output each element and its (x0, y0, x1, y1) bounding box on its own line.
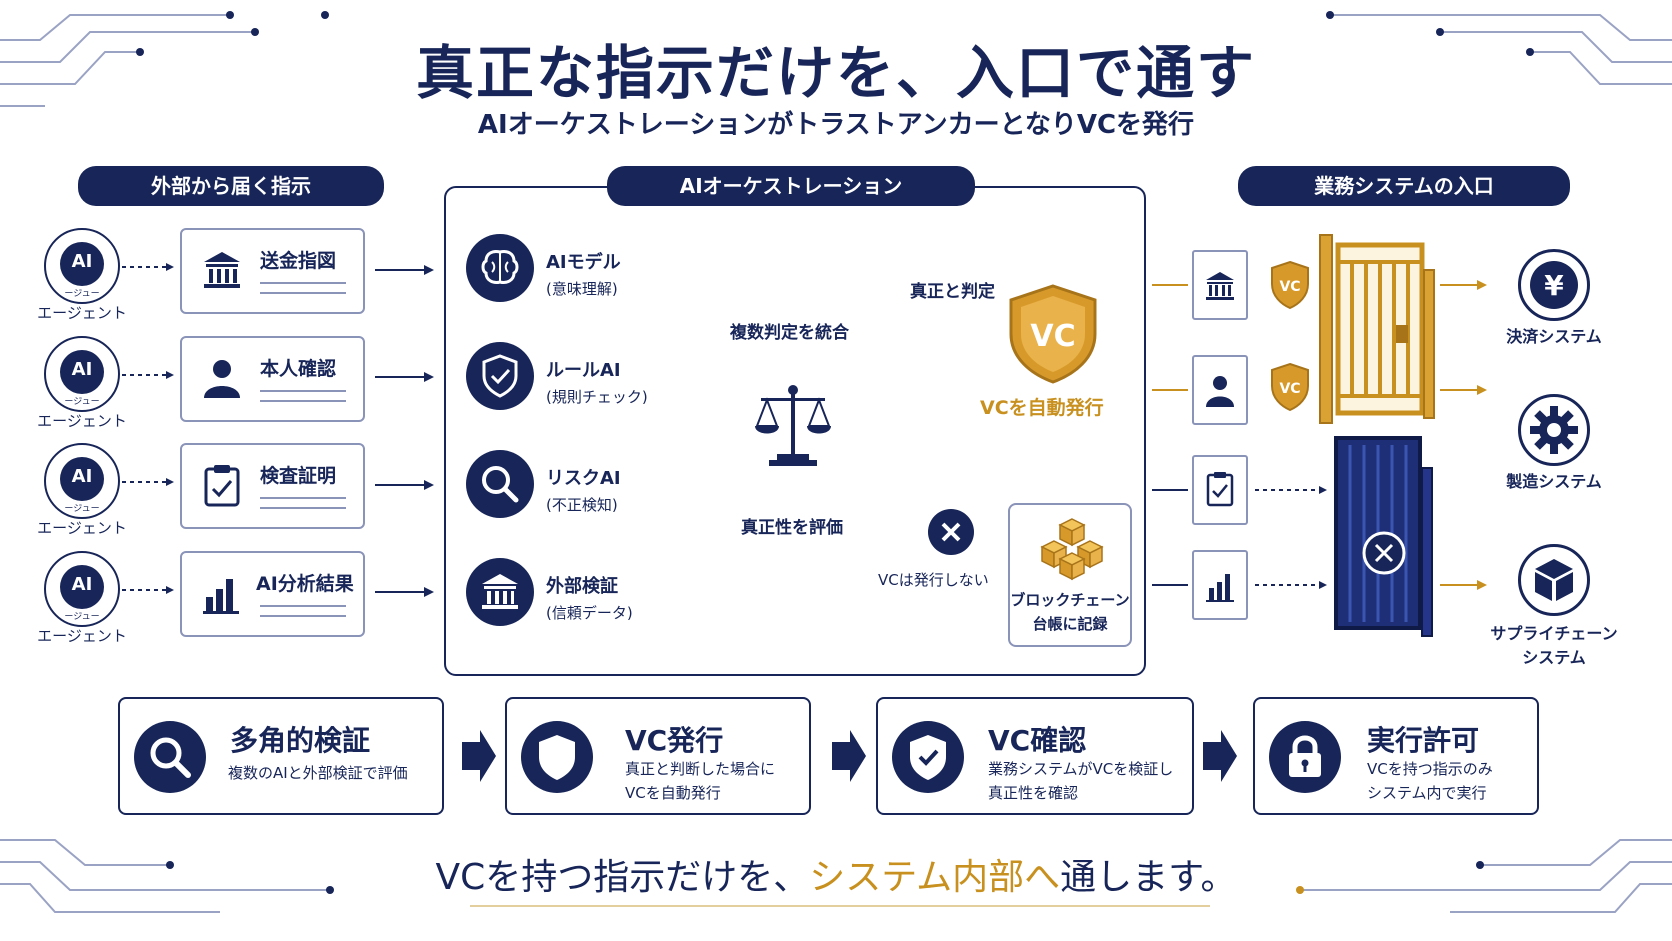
module-sub-risk-ai: (不正検知) (546, 496, 618, 514)
agent-icon: AI ージュー (44, 336, 120, 412)
bank-icon (1206, 272, 1234, 300)
instruction-card-inspection: 検査証明 (180, 443, 365, 529)
agent-icon: AI ージュー (44, 443, 120, 519)
module-name-ai-model: AIモデル (546, 252, 621, 273)
agent-icon: AI ージュー (44, 551, 120, 627)
integrate-label: 複数判定を統合 (730, 323, 849, 343)
document-identity (1192, 355, 1248, 425)
svg-text:VC: VC (1279, 381, 1300, 397)
step-execute-permission: 実行許可 VCを持つ指示のみ システム内で実行 (1253, 697, 1539, 815)
agent-label: エージェント (37, 519, 127, 537)
bar-chart-icon (203, 579, 239, 614)
module-name-external: 外部検証 (546, 576, 618, 597)
bar-chart-icon (1206, 574, 1234, 602)
search-icon (466, 450, 534, 518)
footer-part-2: 通します。 (1060, 857, 1237, 898)
scales-icon (755, 385, 831, 466)
clipboard-check-icon (204, 465, 240, 507)
auto-issue-label: VCを自動発行 (980, 397, 1104, 419)
vc-badge-icon: VC (1271, 260, 1309, 310)
agent-icon: AI ージュー (44, 228, 120, 304)
shield-icon (521, 721, 593, 793)
instruction-card-remittance: 送金指図 (180, 228, 365, 314)
yen-icon: ¥ (1518, 249, 1590, 321)
vc-badge-icon: VC (1271, 362, 1309, 412)
document-ai-analysis (1192, 550, 1248, 620)
step-vc-verify: VC確認 業務システムがVCを検証し 真正性を確認 (876, 697, 1194, 815)
vc-shield-icon: VC (1009, 284, 1097, 384)
system-label-supply-1: サプライチェーン (1490, 624, 1618, 643)
shield-check-icon (892, 721, 964, 793)
agent-label: エージェント (37, 304, 127, 322)
not-issue-label: VCは発行しない (878, 571, 989, 589)
circuit-decoration-bottom-right (1300, 839, 1672, 913)
person-icon (204, 360, 240, 398)
reject-icon (928, 509, 974, 555)
svg-text:¥: ¥ (1544, 269, 1564, 302)
page-subtitle: AIオーケストレーションがトラストアンカーとなりVCを発行 (477, 110, 1195, 140)
blockchain-label-1: ブロックチェーン (1010, 591, 1130, 609)
person-icon (1206, 376, 1234, 407)
system-label-supply-2: システム (1522, 648, 1586, 667)
circuit-decoration-top-left (0, 14, 255, 107)
brain-icon (466, 234, 534, 302)
judged-authentic-label: 真正と判定 (910, 282, 995, 302)
blockchain-card: ブロックチェーン 台帳に記録 (1008, 503, 1132, 647)
open-gold-gate (1319, 234, 1435, 424)
module-sub-rule-ai: (規則チェック) (546, 388, 648, 406)
closed-navy-gate (1334, 436, 1433, 637)
circuit-decoration-top-right (1330, 14, 1672, 85)
bank-icon (466, 558, 534, 626)
header-external-instructions: 外部から届く指示 (78, 166, 384, 206)
box-icon (1518, 544, 1590, 616)
instruction-card-ai-analysis: AI分析結果 (180, 551, 365, 637)
vc-badge-text: VC (1030, 319, 1075, 354)
footer-part-1: VCを持つ指示だけを、 (435, 857, 810, 898)
agent-label: エージェント (37, 627, 127, 645)
shield-check-icon (466, 342, 534, 410)
clipboard-check-icon (1206, 472, 1234, 507)
module-name-risk-ai: リスクAI (546, 468, 621, 489)
agent-label: エージェント (37, 412, 127, 430)
footer-statement: VCを持つ指示だけを、システム内部へ通します。 (0, 848, 1672, 900)
system-label-payment: 決済システム (1506, 327, 1602, 346)
module-sub-ai-model: (意味理解) (546, 280, 618, 298)
blockchain-label-2: 台帳に記録 (1032, 615, 1108, 633)
module-sub-external: (信頼データ) (546, 604, 633, 622)
step-vc-issue: VC発行 真正と判断した場合に VCを自動発行 (505, 697, 811, 815)
page-title: 真正な指示だけを、入口で通す (415, 39, 1256, 107)
gear-icon (1518, 394, 1590, 466)
document-inspection (1192, 455, 1248, 525)
system-label-manufacturing: 製造システム (1506, 472, 1602, 491)
header-system-entrance: 業務システムの入口 (1238, 166, 1570, 206)
evaluate-label: 真正性を評価 (741, 518, 843, 538)
module-name-rule-ai: ルールAI (546, 360, 621, 381)
circuit-decoration-bottom-left (0, 839, 330, 913)
search-icon (134, 721, 206, 793)
instruction-card-identity: 本人確認 (180, 336, 365, 422)
svg-text:VC: VC (1279, 279, 1300, 295)
document-remittance (1192, 250, 1248, 320)
blocks-icon (1040, 518, 1104, 581)
lock-icon (1269, 721, 1341, 793)
footer-highlight: システム内部へ (809, 857, 1061, 898)
step-multi-verification: 多角的検証 複数のAIと外部検証で評価 (118, 697, 444, 815)
bank-icon (204, 252, 240, 288)
header-ai-orchestration: AIオーケストレーション (607, 166, 975, 206)
